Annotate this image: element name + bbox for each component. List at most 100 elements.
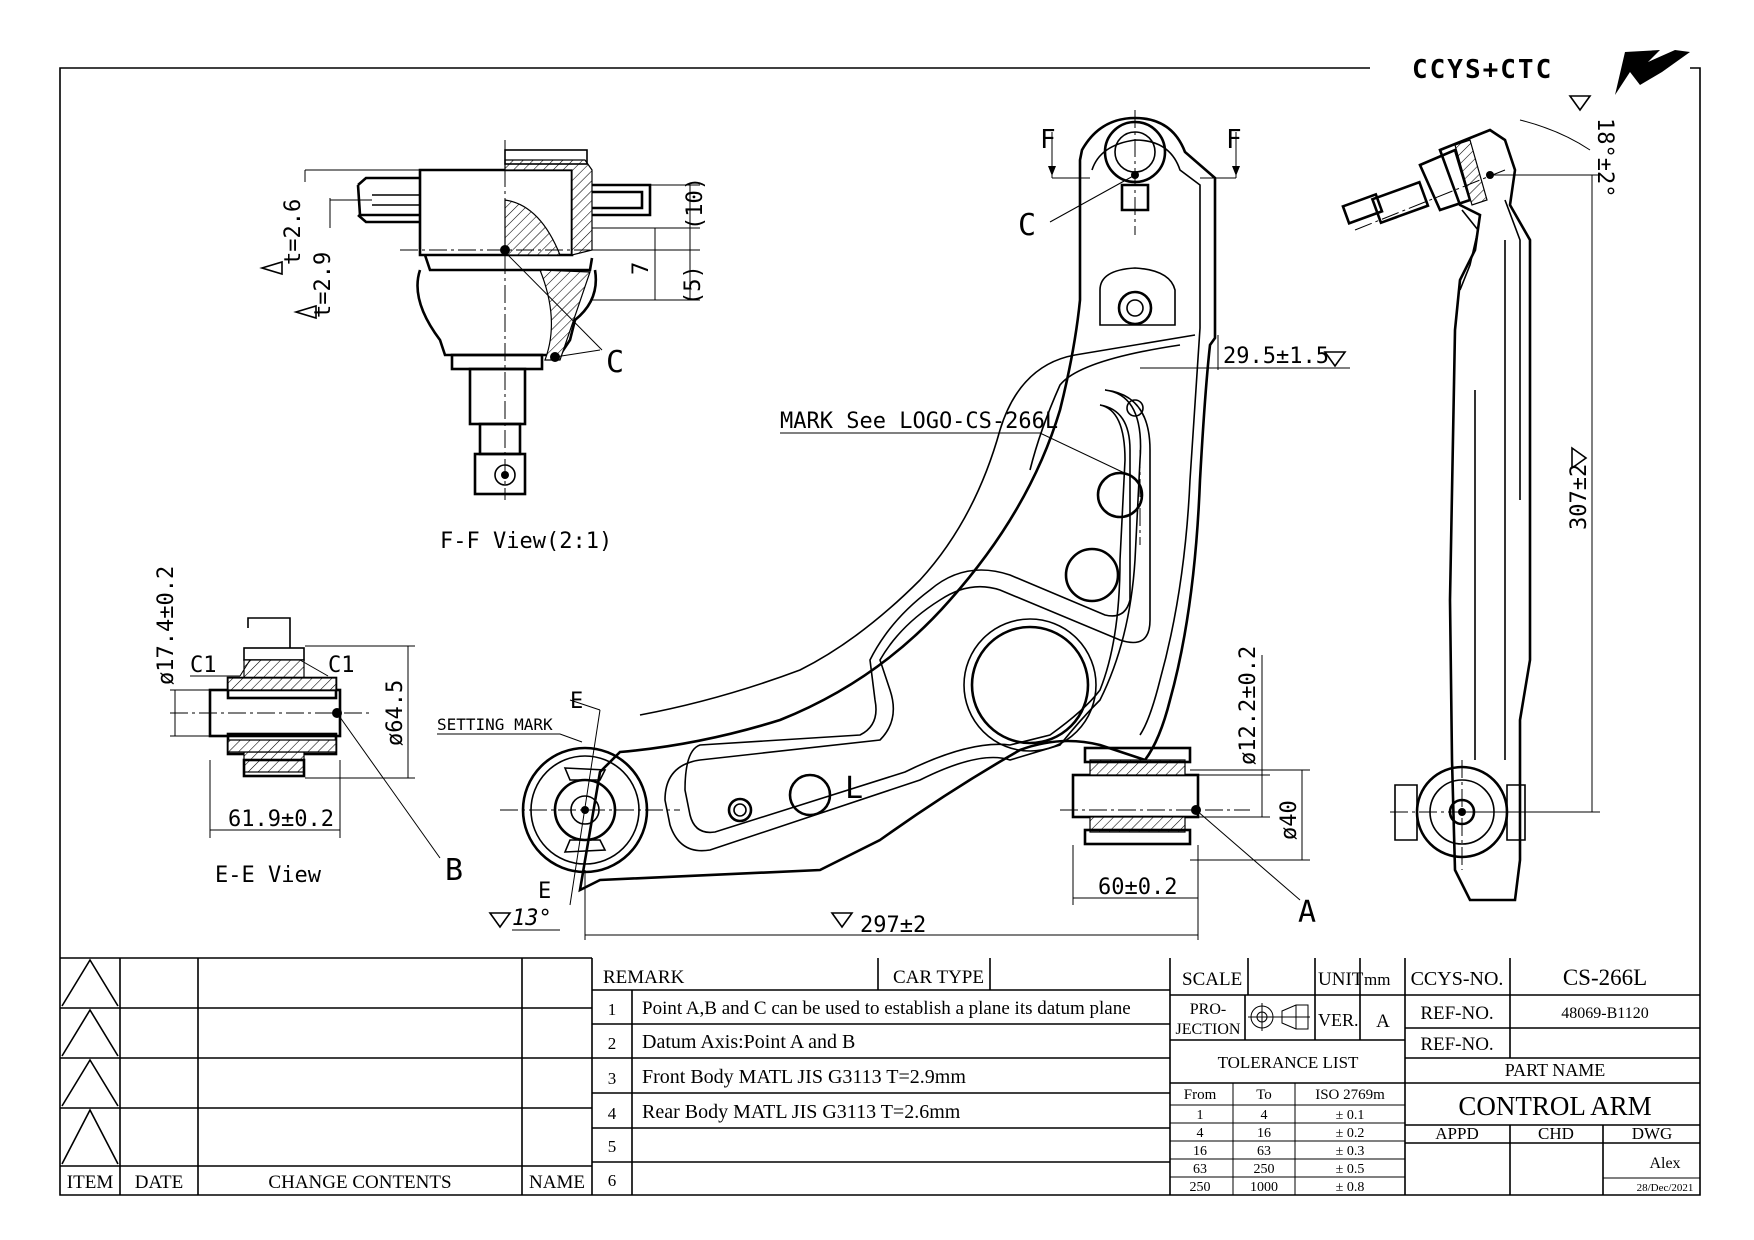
- side-l-label: L: [845, 771, 863, 806]
- title-block: CCYS-NO. CS-266L REF-NO. 48069-B1120 REF…: [1405, 958, 1700, 1195]
- tolerance-title: TOLERANCE LIST: [1218, 1053, 1359, 1072]
- dim-60-label: 60±0.2: [1098, 875, 1177, 900]
- drawn-by-value: Alex: [1649, 1155, 1680, 1172]
- svg-text:16: 16: [1193, 1144, 1207, 1159]
- dim-d12-2-label: ø12.2±0.2: [1236, 646, 1261, 765]
- svg-text:250: 250: [1190, 1180, 1211, 1195]
- svg-text:2: 2: [608, 1034, 617, 1053]
- setting-mark-note: SETTING MARK: [437, 715, 553, 734]
- svg-text:± 0.1: ± 0.1: [1336, 1108, 1365, 1123]
- ff-point-c-label: C: [606, 345, 624, 380]
- company-logo: CCYS+CTC: [1412, 50, 1690, 95]
- remark-label: REMARK: [603, 967, 685, 988]
- remark-text: Datum Axis:Point A and B: [642, 1031, 855, 1053]
- part-name-label: PART NAME: [1505, 1060, 1605, 1080]
- ee-view: B C1 C1 ø17.4±0.2 ø64.5 61.9±0.2 E-E Vie…: [154, 566, 463, 888]
- scale-label: SCALE: [1182, 969, 1242, 990]
- spec-block: SCALE UNIT mm PRO- JECTION VER. A TOLERA…: [1170, 958, 1406, 1195]
- tolerance-row: 4 16 ± 0.2: [1197, 1126, 1365, 1141]
- svg-text:16: 16: [1257, 1126, 1271, 1141]
- svg-text:1: 1: [1197, 1108, 1204, 1123]
- ff-t26-label: t=2.6: [281, 199, 306, 265]
- ccys-no-label: CCYS-NO.: [1411, 968, 1504, 990]
- tol-header-iso: ISO 2769m: [1315, 1087, 1385, 1103]
- ref-no-label-2: REF-NO.: [1420, 1034, 1493, 1055]
- revision-table: ITEM DATE CHANGE CONTENTS NAME: [60, 957, 593, 1195]
- dim-307-label: 307±2: [1567, 464, 1592, 530]
- svg-text:5: 5: [608, 1137, 617, 1156]
- remark-row: 2 Datum Axis:Point A and B: [608, 1031, 856, 1053]
- car-type-label: CAR TYPE: [893, 967, 984, 988]
- svg-text:± 0.3: ± 0.3: [1336, 1144, 1365, 1159]
- ee-d174-label: ø17.4±0.2: [154, 566, 179, 685]
- remark-row: 3 Front Body MATL JIS G3113 T=2.9mm: [608, 1066, 967, 1088]
- ccys-no-value: CS-266L: [1563, 965, 1647, 990]
- tolerance-row: 1 4 ± 0.1: [1197, 1108, 1365, 1123]
- svg-text:63: 63: [1193, 1162, 1207, 1177]
- ee-d619-label: 61.9±0.2: [228, 807, 334, 832]
- ver-label: VER.: [1318, 1010, 1359, 1030]
- dim-29-5-label: 29.5±1.5: [1223, 344, 1329, 369]
- dwg-label: DWG: [1632, 1124, 1673, 1143]
- main-view: F F C 29.5±1.5 MARK See LOGO-CS-266L A ø…: [437, 110, 1350, 940]
- tolerance-row: 63 250 ± 0.5: [1193, 1162, 1364, 1177]
- remark-text: Front Body MATL JIS G3113 T=2.9mm: [642, 1066, 966, 1088]
- appd-label: APPD: [1435, 1124, 1478, 1143]
- ff-d5-label: (5): [681, 265, 706, 305]
- ff-d10-label: (10): [683, 177, 708, 230]
- ref-no-label-1: REF-NO.: [1420, 1003, 1493, 1024]
- chd-label: CHD: [1538, 1124, 1574, 1143]
- ff-view-title: F-F View(2:1): [440, 529, 612, 554]
- tol-header-from: From: [1184, 1087, 1217, 1103]
- remark-row: 6: [608, 1171, 617, 1190]
- dim-297-label: 297±2: [860, 913, 926, 938]
- tol-header-to: To: [1256, 1087, 1272, 1103]
- svg-text:4: 4: [1261, 1108, 1268, 1123]
- point-c-label: C: [1018, 208, 1036, 243]
- section-e-bottom-label: E: [538, 879, 551, 904]
- logo-mark-note: MARK See LOGO-CS-266L: [780, 409, 1058, 434]
- section-f-right-label: F: [1226, 125, 1242, 155]
- tolerance-row: 250 1000 ± 0.8: [1190, 1180, 1365, 1195]
- third-angle-projection-icon: [1248, 1003, 1310, 1031]
- tolerance-row: 16 63 ± 0.3: [1193, 1144, 1364, 1159]
- projection-label-2: JECTION: [1176, 1021, 1241, 1038]
- section-f-left-label: F: [1040, 125, 1056, 155]
- dim-18-deg-label: 18°±2°: [1592, 118, 1617, 197]
- svg-text:4: 4: [608, 1104, 617, 1123]
- point-a-label: A: [1298, 895, 1316, 930]
- dim-13-deg-label: 13°: [512, 906, 552, 931]
- unit-value: mm: [1364, 970, 1390, 989]
- svg-text:1000: 1000: [1250, 1180, 1278, 1195]
- unit-label: UNIT: [1318, 969, 1364, 990]
- ver-value: A: [1376, 1011, 1390, 1032]
- ff-view: t=2.6 t=2.9 (10) 7 (5) C F-F View(2:1): [259, 140, 708, 554]
- svg-text:± 0.8: ± 0.8: [1336, 1180, 1365, 1195]
- rev-header-contents: CHANGE CONTENTS: [268, 1172, 451, 1193]
- svg-text:63: 63: [1257, 1144, 1271, 1159]
- svg-text:± 0.2: ± 0.2: [1336, 1126, 1365, 1141]
- logo-mark-icon: [1615, 50, 1690, 95]
- rev-header-name: NAME: [529, 1172, 585, 1193]
- ee-d645-label: ø64.5: [383, 680, 408, 746]
- ff-d7-label: 7: [629, 262, 654, 275]
- projection-label-1: PRO-: [1190, 1001, 1226, 1018]
- remark-row: 1 Point A,B and C can be used to establi…: [608, 998, 1131, 1019]
- rev-header-date: DATE: [135, 1172, 184, 1193]
- remark-table: REMARK CAR TYPE 1 Point A,B and C can be…: [592, 958, 1171, 1195]
- logo-text: CCYS+CTC: [1412, 55, 1553, 85]
- ee-c1-left-label: C1: [190, 653, 217, 678]
- side-view: 307±2 18°±2°: [1341, 95, 1617, 902]
- remark-text: Point A,B and C can be used to establish…: [642, 998, 1131, 1019]
- ee-c1-right-label: C1: [328, 653, 355, 678]
- dim-d40-label: ø40: [1277, 800, 1302, 840]
- svg-text:3: 3: [608, 1069, 617, 1088]
- drawing-date-value: 28/Dec/2021: [1637, 1182, 1694, 1194]
- part-name-value: CONTROL ARM: [1458, 1091, 1651, 1121]
- rev-header-item: ITEM: [67, 1172, 114, 1193]
- ff-t29-label: t=2.9: [311, 252, 336, 318]
- remark-text: Rear Body MATL JIS G3113 T=2.6mm: [642, 1101, 961, 1123]
- svg-text:± 0.5: ± 0.5: [1336, 1162, 1365, 1177]
- ref-no-value-1: 48069-B1120: [1561, 1005, 1648, 1022]
